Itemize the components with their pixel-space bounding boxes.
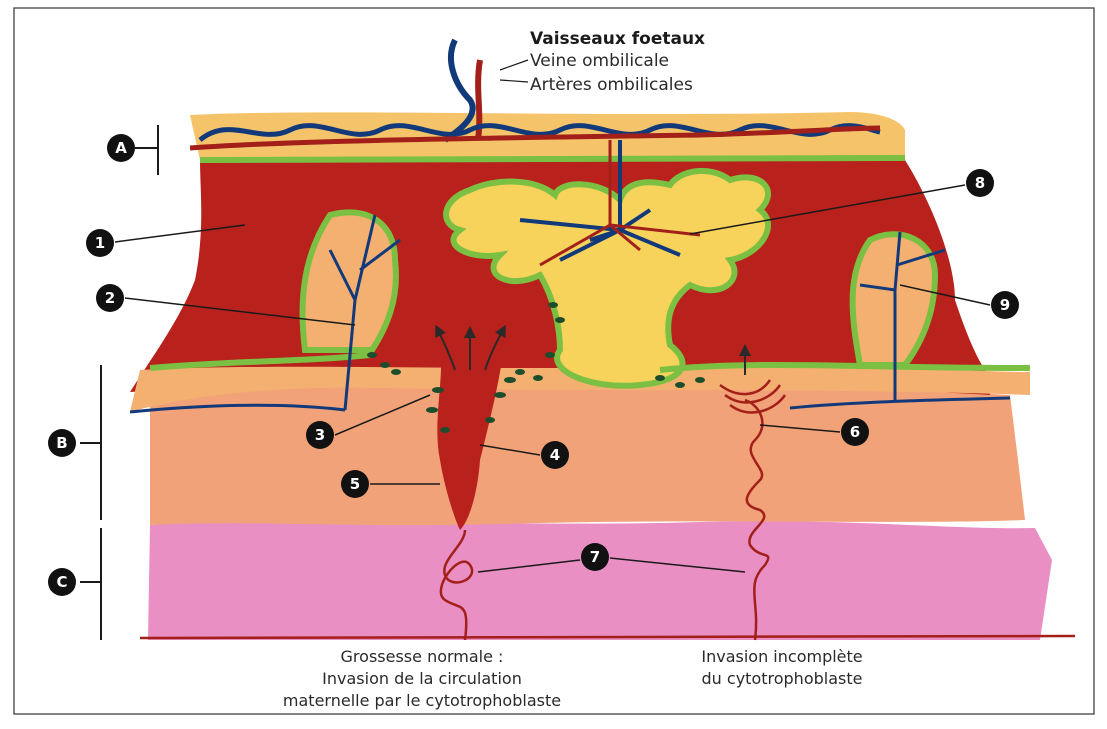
marker-5-label: 5 [350,475,360,493]
marker-7-label: 7 [590,548,600,566]
caption-right-line-1: Invasion incomplète [701,647,862,666]
caption-left-line-2: Invasion de la circulation [322,669,522,688]
marker-8-label: 8 [975,174,985,192]
zone-label-a: A [115,139,127,157]
umbilical-arteries-label: Artères ombilicales [530,75,693,95]
caption-left-line-3: maternelle par le cytotrophoblaste [283,691,561,710]
marker-6: 6 [841,418,869,446]
myometrium-layer [148,521,1052,640]
zone-badge-c: C [48,568,76,596]
marker-1-label: 1 [95,234,105,252]
umbilical-vein-label: Veine ombilicale [530,51,669,71]
marker-7: 7 [581,543,609,571]
marker-4: 4 [541,441,569,469]
caption-right-line-2: du cytotrophoblaste [702,669,863,688]
marker-3: 3 [306,421,334,449]
marker-2: 2 [96,284,124,312]
marker-9: 9 [991,291,1019,319]
zone-badge-b: B [48,429,76,457]
fetal-vessels-title: Vaisseaux foetaux [530,29,705,49]
marker-4-label: 4 [550,446,560,464]
zone-label-c: C [56,573,67,591]
marker-8: 8 [966,169,994,197]
marker-5: 5 [341,470,369,498]
zone-label-b: B [56,434,67,452]
marker-2-label: 2 [105,289,115,307]
left-villus [303,212,396,350]
caption-left-line-1: Grossesse normale : [341,647,504,666]
chorionic-trophoblast-line [200,158,905,160]
marker-3-label: 3 [315,426,325,444]
marker-6-label: 6 [850,423,860,441]
marker-1: 1 [86,229,114,257]
zone-badge-a: A [107,134,135,162]
marker-9-label: 9 [1000,296,1010,314]
